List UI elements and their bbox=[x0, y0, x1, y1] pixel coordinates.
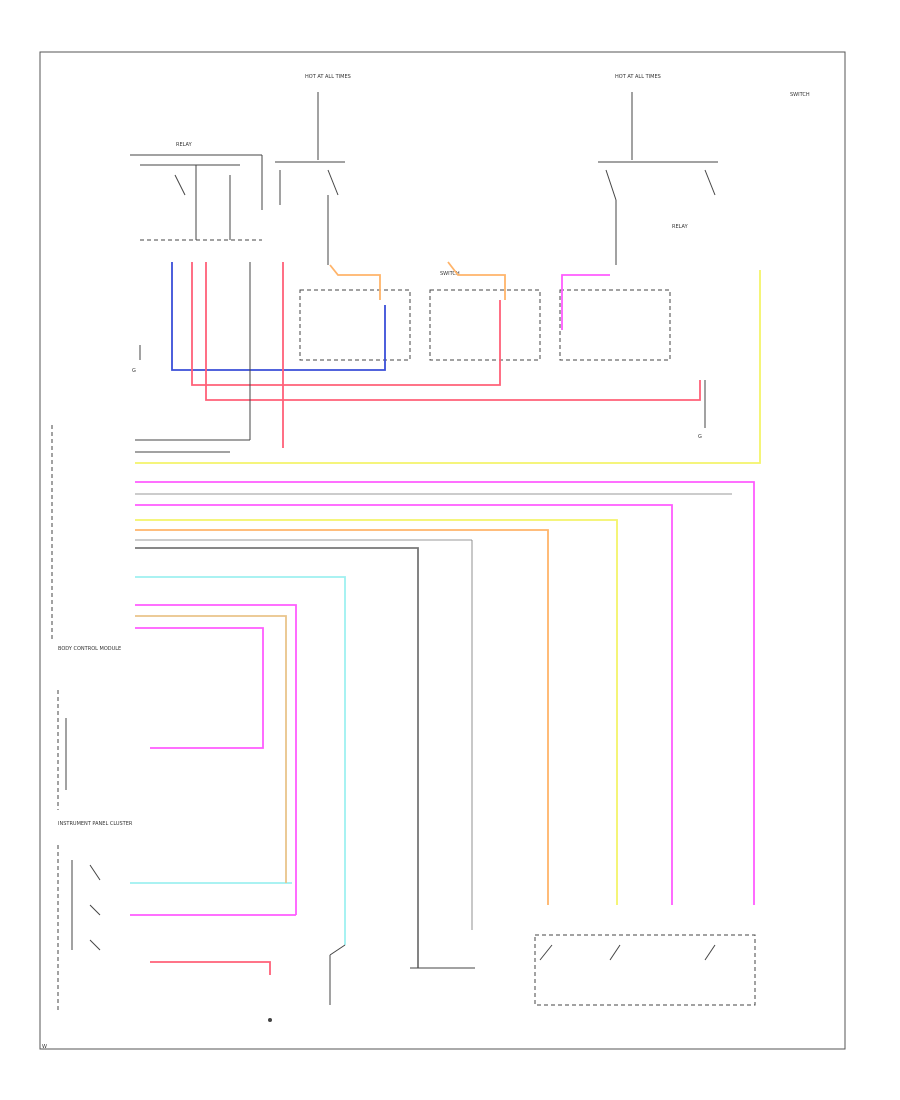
svg-text:G: G bbox=[132, 368, 136, 374]
footer-code: W bbox=[42, 1044, 47, 1050]
wire-yellow-mid bbox=[135, 519, 618, 905]
wire-red-bottom bbox=[150, 961, 271, 975]
svg-text:G: G bbox=[698, 434, 702, 440]
window-switch-label: SWITCH bbox=[440, 271, 460, 277]
fuse-feed-left: HOT AT ALL TIMES bbox=[305, 74, 351, 160]
wire-yellow-top bbox=[135, 270, 761, 464]
ground-right: G bbox=[698, 380, 706, 440]
wire-magenta-top bbox=[561, 274, 610, 330]
wire-orange-long bbox=[135, 529, 549, 905]
wire-magenta-3 bbox=[135, 604, 297, 915]
bottom-components bbox=[329, 934, 756, 1006]
wire-blue bbox=[171, 262, 386, 371]
wire-magenta-4 bbox=[135, 627, 264, 749]
relay-label-left: RELAY bbox=[176, 142, 193, 148]
wire-tan bbox=[135, 615, 287, 883]
wire-cyan bbox=[135, 576, 346, 945]
instrument-cluster: INSTRUMENT PANEL CLUSTER bbox=[57, 690, 133, 1010]
wire-magenta-2 bbox=[135, 504, 673, 905]
relay-right-contacts: RELAY bbox=[598, 161, 718, 265]
fuse-feed-right: HOT AT ALL TIMES bbox=[615, 74, 661, 160]
fuse-label-left: HOT AT ALL TIMES bbox=[305, 74, 351, 80]
bcm-connector: BODY CONTROL MODULE bbox=[51, 262, 251, 652]
wire-red-1 bbox=[191, 262, 501, 386]
ground-bottom bbox=[268, 1018, 272, 1022]
relay-left-contacts bbox=[275, 161, 345, 265]
diagram-frame bbox=[39, 51, 846, 1050]
wire-orange-top-right bbox=[447, 261, 506, 300]
bcm-label: BODY CONTROL MODULE bbox=[58, 646, 121, 652]
relay-label-right: RELAY bbox=[672, 224, 689, 230]
wire-gray-long bbox=[135, 547, 419, 968]
window-switch-group: SWITCH bbox=[299, 271, 671, 361]
fuse-label-right: HOT AT ALL TIMES bbox=[615, 74, 661, 80]
relay-block-left: RELAY bbox=[130, 142, 263, 241]
wire-orange-top-left bbox=[329, 264, 381, 300]
wire-red-2 bbox=[205, 262, 701, 401]
ground-left: G bbox=[132, 345, 141, 374]
wire-magenta-1 bbox=[135, 481, 755, 905]
corner-note: SWITCH bbox=[790, 92, 810, 98]
cluster-label: INSTRUMENT PANEL CLUSTER bbox=[58, 821, 133, 827]
